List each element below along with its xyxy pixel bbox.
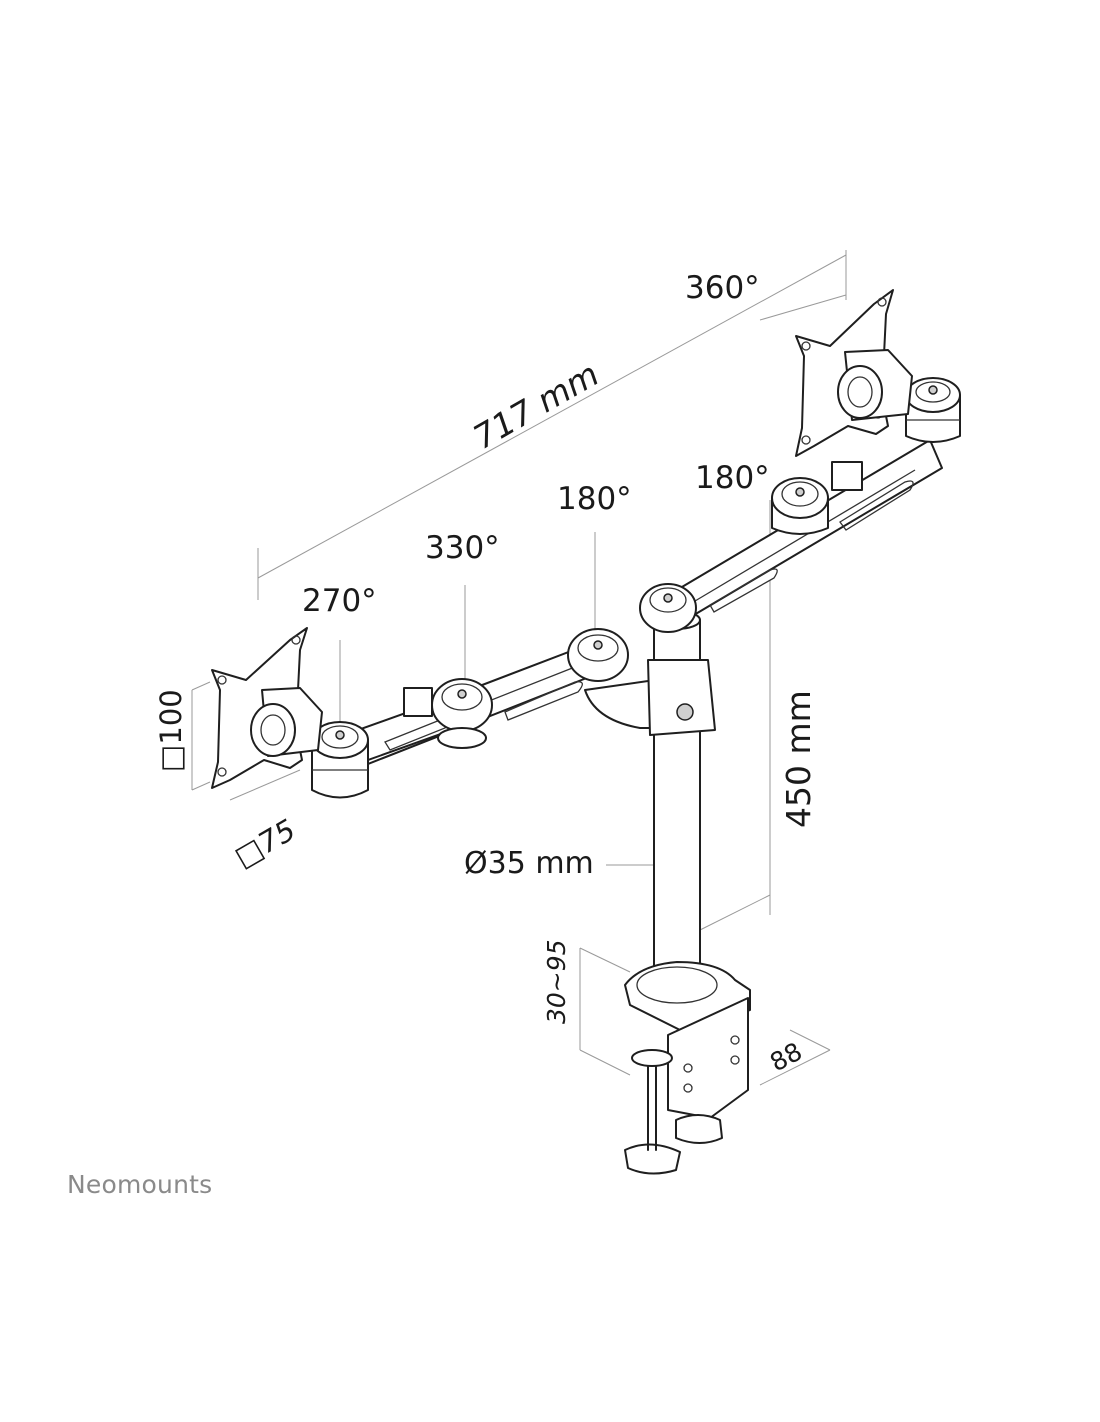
pole-diameter-label: Ø35 mm bbox=[464, 846, 594, 881]
mid-left-joint-label: 330° bbox=[425, 530, 500, 566]
rotation-top-label: 360° bbox=[685, 270, 760, 306]
desk-clamp bbox=[624, 961, 751, 1175]
clamp-depth-label: 88 bbox=[765, 1037, 807, 1078]
dimension-lines bbox=[191, 250, 847, 1086]
vesa-height-label: □100 bbox=[154, 689, 188, 772]
center-joint-label: 180° bbox=[557, 481, 632, 517]
left-vesa-plate bbox=[211, 627, 323, 789]
left-joints bbox=[311, 628, 629, 799]
vesa-width-label: □75 bbox=[229, 812, 302, 874]
right-vesa-plate bbox=[795, 289, 913, 457]
brand-logo: Neomounts bbox=[67, 1170, 213, 1199]
pole-height-label: 450 mm bbox=[779, 690, 818, 828]
center-collar bbox=[584, 659, 716, 736]
clamp-range-label: 30~95 bbox=[542, 939, 571, 1024]
right-joints bbox=[639, 377, 961, 633]
width-label: 717 mm bbox=[467, 354, 606, 457]
right-arm-joint-label: 180° bbox=[695, 460, 770, 496]
left-joint-label: 270° bbox=[302, 583, 377, 619]
